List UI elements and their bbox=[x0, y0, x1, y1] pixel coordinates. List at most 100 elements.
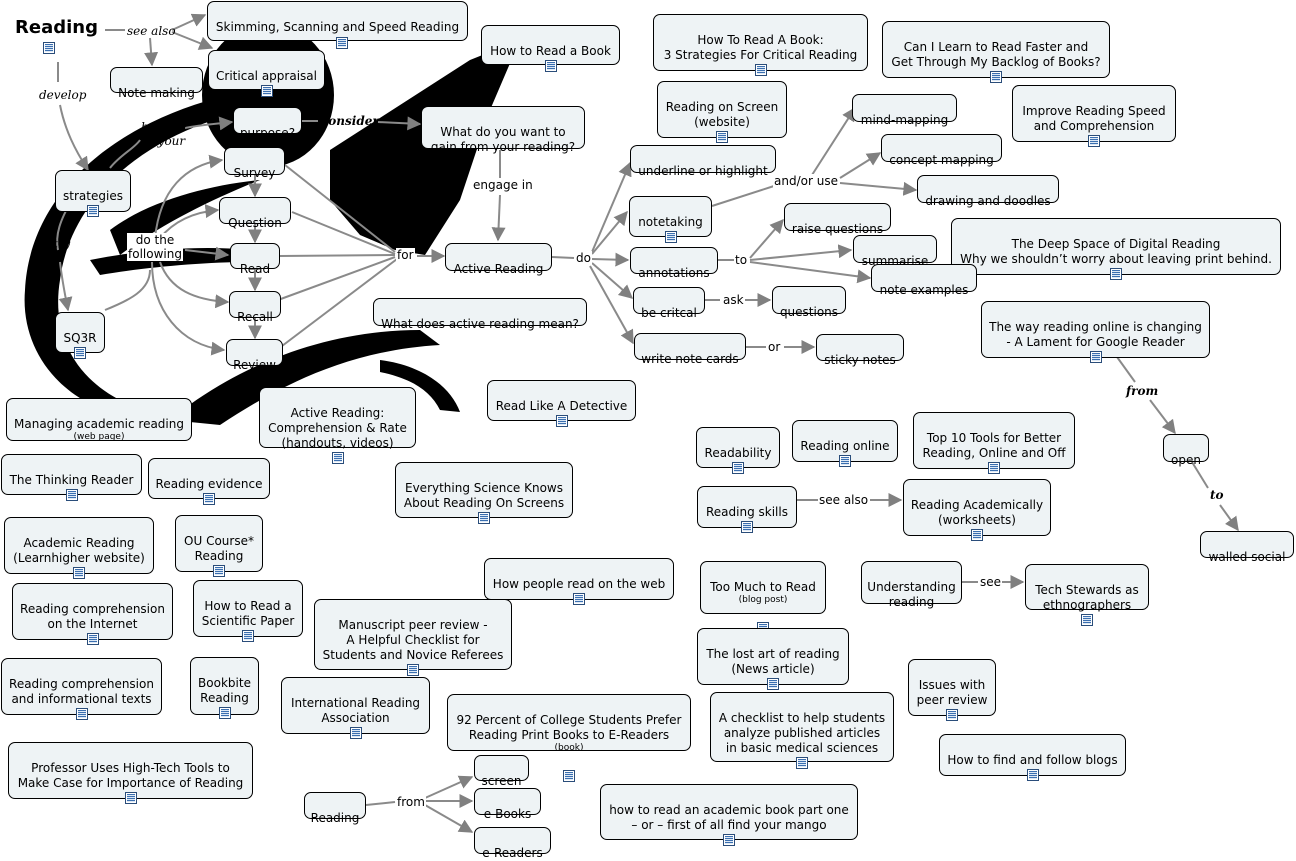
node-readability[interactable]: Readability bbox=[696, 427, 780, 474]
resource-icon[interactable] bbox=[124, 792, 137, 804]
node-review[interactable]: Review bbox=[226, 339, 283, 372]
node-write-note-cards[interactable]: write note cards bbox=[634, 333, 746, 366]
node-concept-mapping[interactable]: concept mapping bbox=[881, 134, 1002, 167]
resource-icon[interactable] bbox=[716, 131, 728, 143]
node-active-comprehension[interactable]: Active Reading: Comprehension & Rate (ha… bbox=[259, 387, 416, 464]
resource-icon[interactable] bbox=[260, 85, 273, 97]
node-ereaders[interactable]: e-Readers bbox=[474, 827, 551, 860]
node-critical-appraisal[interactable]: Critical appraisal bbox=[208, 50, 325, 97]
resource-icon[interactable] bbox=[1089, 351, 1102, 363]
node-lost-art[interactable]: The lost art of reading (News article) bbox=[697, 628, 849, 690]
node-reading-skills[interactable]: Reading skills bbox=[697, 486, 797, 533]
resource-icon[interactable] bbox=[213, 565, 225, 577]
resource-icon[interactable] bbox=[203, 493, 215, 505]
resource-icon[interactable] bbox=[242, 630, 254, 642]
node-reading-2[interactable]: Reading bbox=[304, 792, 366, 825]
node-active-reading-mean[interactable]: What does active reading mean? bbox=[373, 298, 587, 331]
resource-icon[interactable] bbox=[732, 462, 744, 474]
node-underline[interactable]: underline or highlight bbox=[630, 145, 776, 178]
node-deep-space[interactable]: The Deep Space of Digital Reading Why we… bbox=[951, 218, 1281, 280]
node-how-to-read-a-book[interactable]: How to Read a Book bbox=[481, 25, 620, 72]
resource-icon[interactable] bbox=[331, 452, 344, 464]
node-survey[interactable]: Survey bbox=[224, 147, 285, 180]
resource-icon[interactable] bbox=[971, 529, 983, 541]
node-mind-mapping[interactable]: mind-mapping bbox=[852, 94, 957, 127]
resource-icon[interactable] bbox=[796, 757, 808, 769]
node-scientific-paper[interactable]: How to Read a Scientific Paper bbox=[193, 580, 303, 642]
node-gain[interactable]: What do you want to gain from your readi… bbox=[421, 106, 585, 154]
node-too-much-to-read[interactable]: Too Much to Read (blog post) bbox=[700, 561, 826, 634]
node-international-reading[interactable]: International Reading Association bbox=[281, 677, 430, 739]
node-drawing-doodles[interactable]: drawing and doodles bbox=[917, 175, 1059, 208]
node-purpose[interactable]: purpose? bbox=[233, 107, 302, 140]
node-top-10-tools[interactable]: Top 10 Tools for Better Reading, Online … bbox=[913, 412, 1075, 474]
resource-icon[interactable] bbox=[74, 347, 86, 359]
node-bookbite[interactable]: Bookbite Reading bbox=[190, 657, 259, 719]
node-summarise[interactable]: summarise bbox=[853, 235, 937, 268]
resource-icon[interactable] bbox=[754, 64, 767, 76]
node-academic-book-mango[interactable]: how to read an academic book part one – … bbox=[600, 784, 858, 846]
node-reading-on-screen[interactable]: Reading on Screen (website) bbox=[657, 81, 787, 143]
resource-icon[interactable] bbox=[218, 707, 231, 719]
resource-icon[interactable] bbox=[87, 205, 99, 217]
node-annotations[interactable]: annotations bbox=[630, 247, 718, 280]
node-read[interactable]: Read bbox=[230, 243, 280, 276]
node-comprehension-internet[interactable]: Reading comprehension on the Internet bbox=[12, 583, 173, 645]
node-people-read-web[interactable]: How people read on the web bbox=[484, 558, 674, 605]
node-academic-learnhigher[interactable]: Academic Reading (Learnhigher website) bbox=[4, 517, 154, 579]
node-notetaking[interactable]: notetaking bbox=[629, 196, 712, 243]
resource-icon[interactable] bbox=[73, 567, 85, 579]
node-manuscript-peer-review[interactable]: Manuscript peer review - A Helpful Check… bbox=[314, 599, 512, 676]
resource-icon[interactable] bbox=[1026, 769, 1039, 781]
resource-icon[interactable] bbox=[767, 678, 779, 690]
node-sq3r[interactable]: SQ3R bbox=[55, 312, 105, 359]
node-lament-google-reader[interactable]: The way reading online is changing - A L… bbox=[981, 301, 1210, 363]
node-note-making[interactable]: Note making bbox=[110, 67, 203, 100]
resource-icon[interactable] bbox=[336, 37, 348, 49]
node-managing-academic[interactable]: Managing academic reading (web page) bbox=[6, 398, 192, 471]
resource-icon[interactable] bbox=[407, 664, 419, 676]
node-92-percent[interactable]: 92 Percent of College Students Prefer Re… bbox=[447, 694, 691, 782]
node-note-examples[interactable]: note examples bbox=[871, 264, 977, 297]
node-reading-evidence[interactable]: Reading evidence bbox=[148, 458, 270, 505]
node-professor-high-tech[interactable]: Professor Uses High-Tech Tools to Make C… bbox=[8, 742, 253, 804]
resource-icon[interactable] bbox=[349, 727, 362, 739]
node-raise-questions[interactable]: raise questions bbox=[784, 203, 891, 236]
node-reading-academically[interactable]: Reading Academically (worksheets) bbox=[903, 479, 1051, 541]
node-strategies[interactable]: strategies bbox=[55, 170, 131, 217]
node-recall[interactable]: Recall bbox=[229, 291, 281, 324]
node-how-to-read-a-book-3[interactable]: How To Read A Book: 3 Strategies For Cri… bbox=[653, 14, 868, 76]
resource-icon[interactable] bbox=[478, 512, 490, 524]
resource-icon[interactable] bbox=[573, 593, 585, 605]
node-can-i-learn[interactable]: Can I Learn to Read Faster and Get Throu… bbox=[882, 21, 1110, 83]
node-detective[interactable]: Read Like A Detective bbox=[487, 380, 636, 427]
node-peer-review-issues[interactable]: Issues with peer review bbox=[908, 659, 996, 721]
node-screen[interactable]: screen bbox=[474, 755, 529, 788]
resource-icon[interactable] bbox=[555, 415, 568, 427]
resource-icon[interactable] bbox=[65, 489, 78, 501]
node-active-reading[interactable]: Active Reading bbox=[445, 243, 552, 276]
node-ebooks[interactable]: e-Books bbox=[474, 788, 541, 821]
node-walled-social[interactable]: walled social bbox=[1200, 531, 1294, 564]
node-understanding-reading[interactable]: Understanding reading bbox=[861, 561, 962, 609]
resource-icon[interactable] bbox=[75, 708, 88, 720]
resource-icon[interactable] bbox=[946, 709, 958, 721]
resource-icon[interactable] bbox=[988, 462, 1000, 474]
node-ou-course[interactable]: OU Course* Reading bbox=[175, 515, 263, 577]
node-comprehension-informational[interactable]: Reading comprehension and informational … bbox=[1, 658, 162, 720]
node-be-critcal[interactable]: be critcal bbox=[633, 287, 705, 320]
node-find-follow-blogs[interactable]: How to find and follow blogs bbox=[939, 734, 1126, 781]
resource-icon[interactable] bbox=[839, 455, 851, 467]
node-checklist-medical[interactable]: A checklist to help students analyze pub… bbox=[710, 692, 894, 769]
resource-icon[interactable] bbox=[1110, 268, 1122, 280]
node-improve-reading[interactable]: Improve Reading Speed and Comprehension bbox=[1012, 85, 1176, 147]
node-science-knows[interactable]: Everything Science Knows About Reading O… bbox=[395, 462, 573, 524]
node-tech-stewards[interactable]: Tech Stewards as ethnographers bbox=[1025, 564, 1149, 626]
node-reading-online[interactable]: Reading online bbox=[792, 420, 898, 467]
node-skimming[interactable]: Skimming, Scanning and Speed Reading bbox=[207, 1, 468, 49]
resource-icon[interactable] bbox=[723, 834, 735, 846]
resource-icon[interactable] bbox=[664, 231, 677, 243]
resource-icon[interactable] bbox=[86, 633, 99, 645]
resource-icon[interactable] bbox=[544, 60, 557, 72]
node-questions[interactable]: questions bbox=[772, 286, 846, 319]
